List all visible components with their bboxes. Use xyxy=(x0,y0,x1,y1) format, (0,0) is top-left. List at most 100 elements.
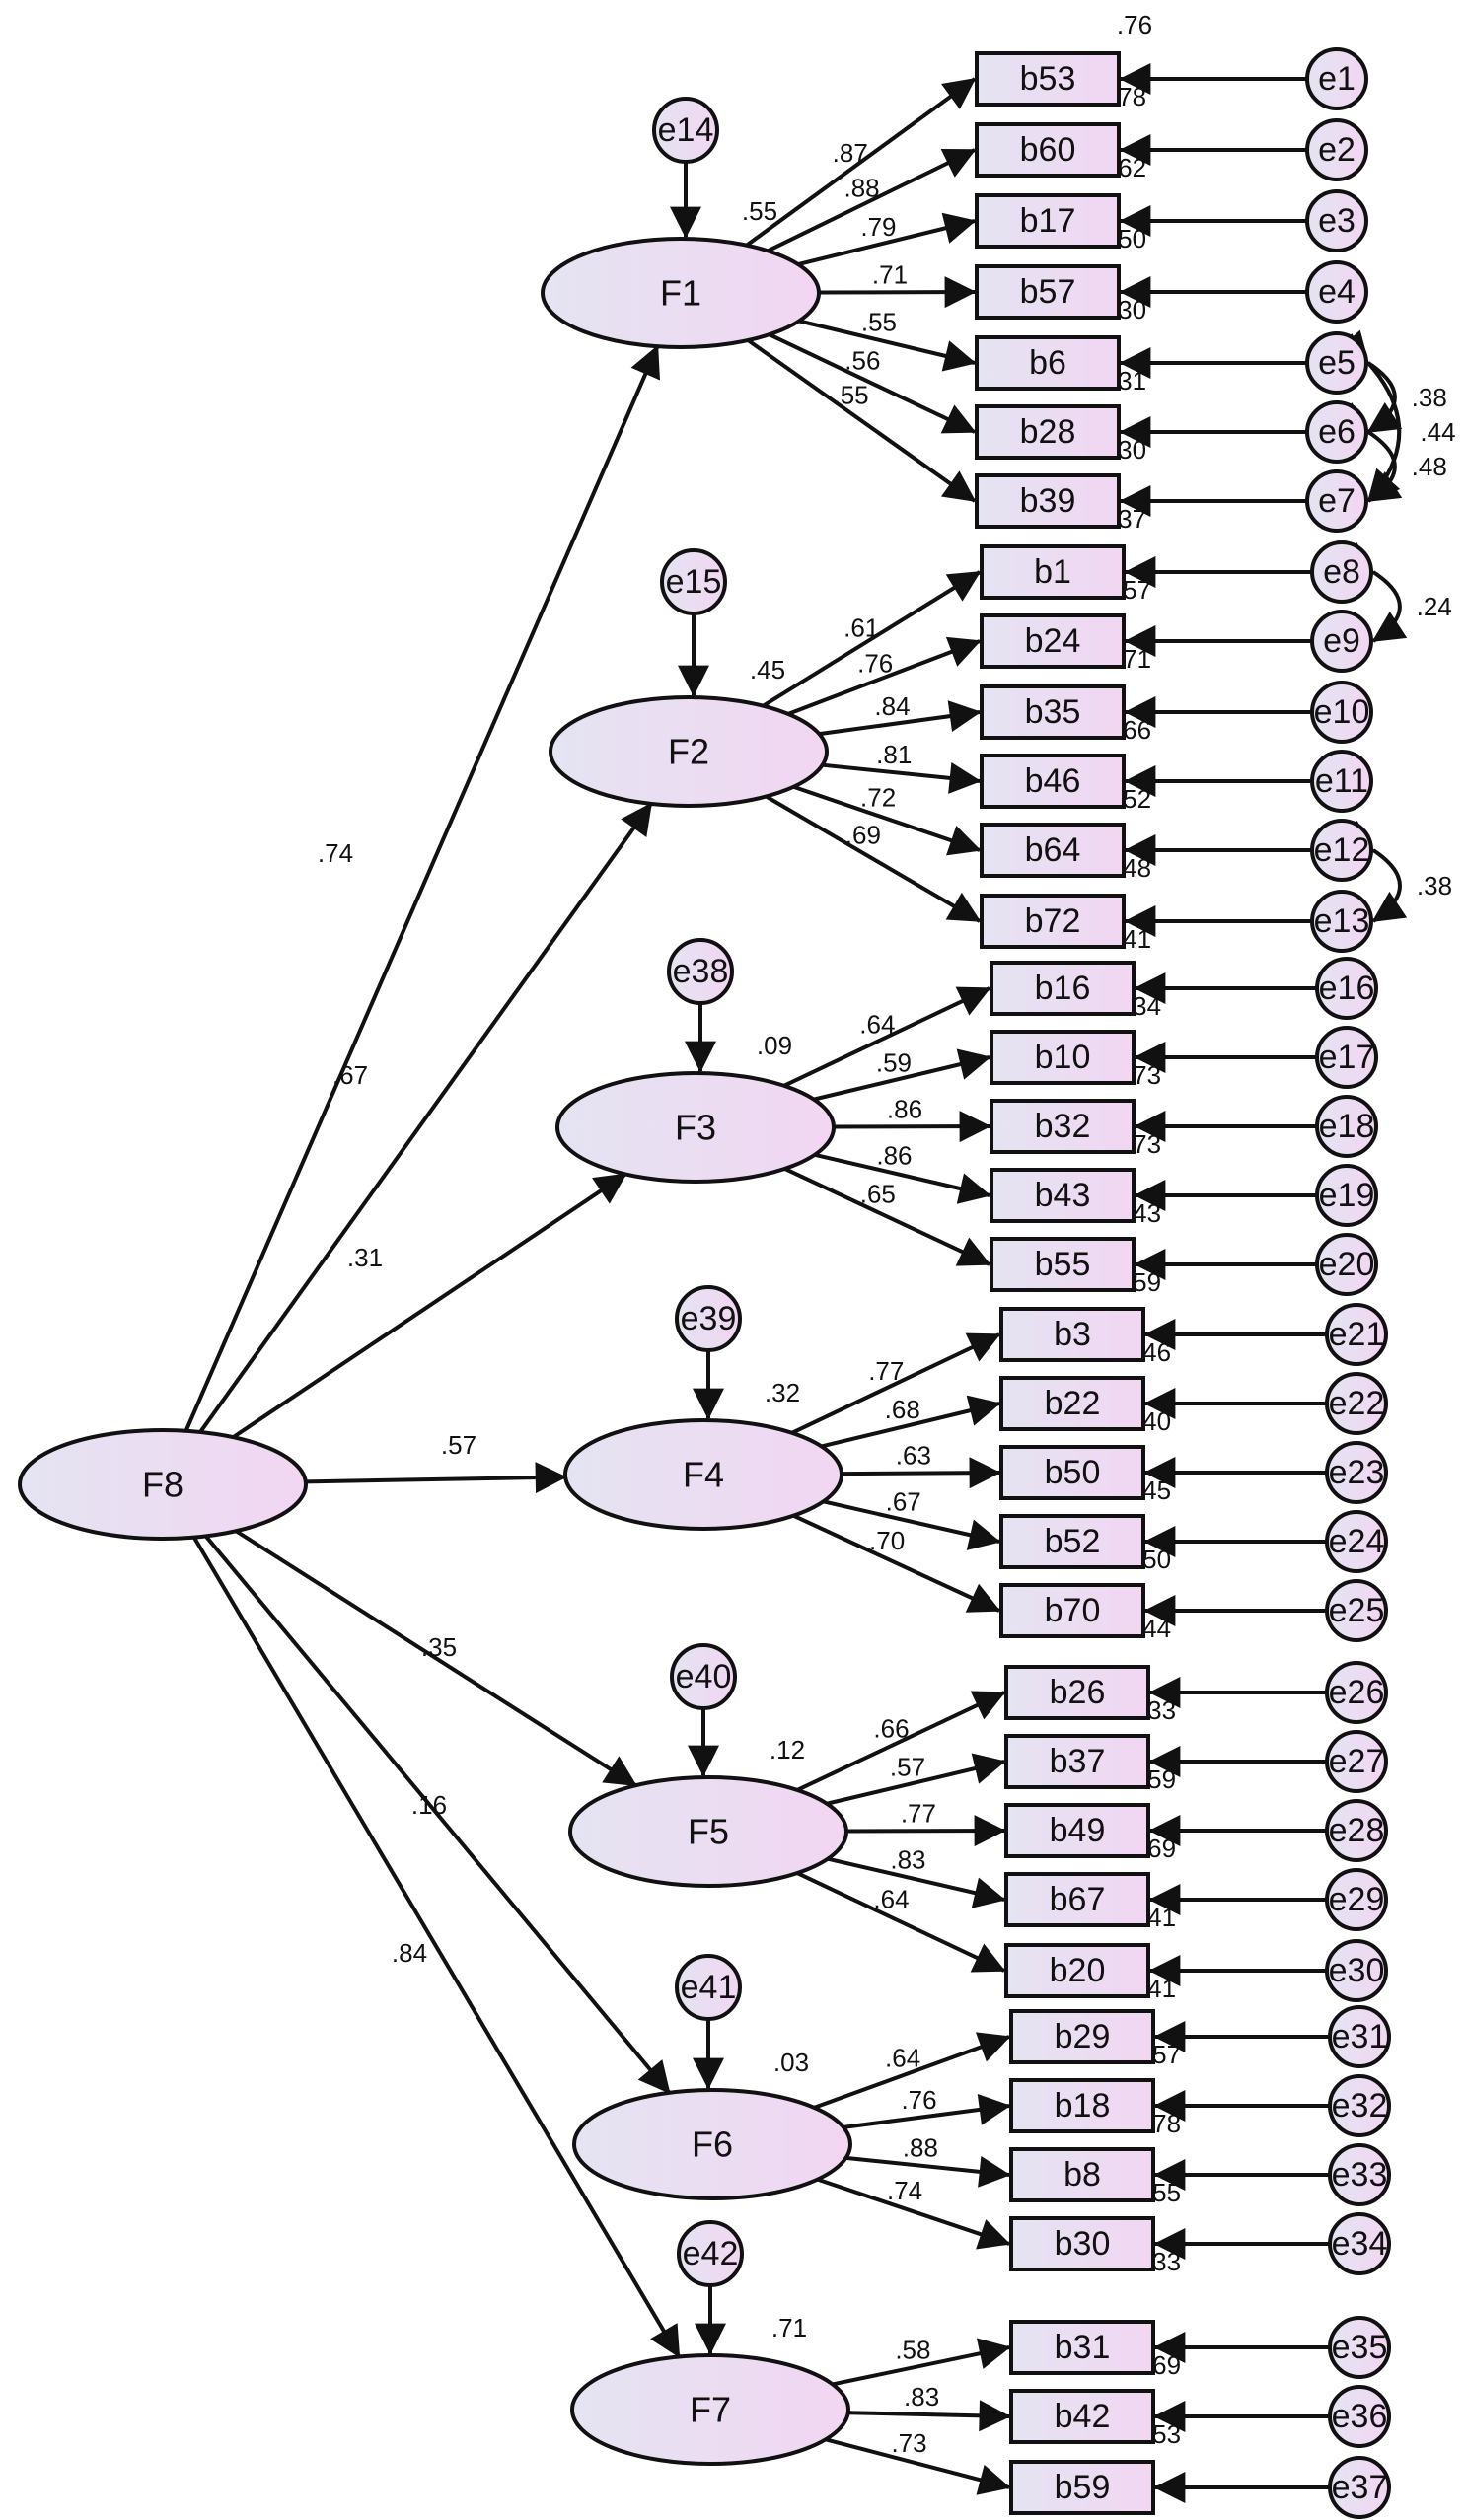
loading-f5-b37 xyxy=(826,1753,1006,1806)
error-e34 xyxy=(1328,2212,1391,2275)
factor-f8-ellipse xyxy=(18,1428,308,1541)
error-label-e18: e18 xyxy=(1319,1108,1375,1145)
item-box-b22 xyxy=(999,1376,1145,1431)
item-label-b30: b30 xyxy=(1055,2225,1111,2263)
loading-value-b32: .86 xyxy=(887,1094,922,1123)
error-label-e11: e11 xyxy=(1315,762,1368,800)
item-label-b22: b22 xyxy=(1045,1385,1101,1422)
path-coef-f3: .31 xyxy=(347,1243,383,1272)
path-coef-f5: .35 xyxy=(421,1632,457,1662)
path-f8-to-f6 xyxy=(204,1535,672,2095)
loading-value-b50: .63 xyxy=(896,1441,931,1471)
loading-value-b55: .65 xyxy=(860,1180,896,1209)
error-e25 xyxy=(1325,1579,1388,1642)
error-e17 xyxy=(1315,1026,1378,1089)
item-r2-b22: .40 xyxy=(1136,1406,1171,1436)
loading-f4-b50 xyxy=(841,1457,1001,1489)
error-e20 xyxy=(1315,1233,1378,1296)
item-box-b1 xyxy=(980,544,1126,600)
item-label-b28: b28 xyxy=(1020,413,1076,451)
factor-f1-label: F1 xyxy=(660,273,701,314)
item-box-b42 xyxy=(1009,2389,1155,2444)
item-r2-b55: .59 xyxy=(1126,1267,1161,1297)
loading-f1-b28 xyxy=(768,332,977,434)
loading-value-b35: .84 xyxy=(874,691,910,721)
error-e28 xyxy=(1325,1799,1388,1862)
disturbance-label-e38: e38 xyxy=(673,953,729,990)
factor-variance-f6: .03 xyxy=(773,2048,809,2077)
error-label-e31: e31 xyxy=(1332,2018,1388,2055)
loading-f3-b16 xyxy=(782,986,991,1088)
loading-f2-b72 xyxy=(765,794,982,923)
loading-value-b22: .68 xyxy=(885,1395,920,1424)
factor-f4-ellipse xyxy=(563,1418,843,1531)
error-label-e9: e9 xyxy=(1323,622,1360,660)
loading-value-b18: .76 xyxy=(901,2085,936,2115)
error-e32 xyxy=(1328,2074,1391,2137)
error-e2 xyxy=(1305,118,1368,181)
error-e8 xyxy=(1310,540,1373,604)
loading-value-b52: .67 xyxy=(886,1487,921,1517)
loading-f4-b70 xyxy=(792,1513,1001,1613)
factor-f5-ellipse xyxy=(568,1775,848,1888)
loading-value-b17: .79 xyxy=(860,212,896,242)
error-label-e19: e19 xyxy=(1319,1177,1375,1214)
item-label-b50: b50 xyxy=(1045,1454,1101,1491)
item-box-b30 xyxy=(1009,2216,1155,2271)
item-r2-b42: .53 xyxy=(1145,2419,1181,2449)
disturbance-label-e39: e39 xyxy=(681,1300,737,1337)
error-label-e21: e21 xyxy=(1329,1316,1385,1353)
path-coef-f1: .74 xyxy=(318,838,353,868)
error-e16 xyxy=(1315,957,1378,1020)
factor-f8-label: F8 xyxy=(142,1465,183,1505)
item-label-b72: b72 xyxy=(1025,902,1081,940)
loading-value-b10: .59 xyxy=(876,1047,912,1077)
item-r2-b35: .66 xyxy=(1116,715,1151,745)
error-label-e7: e7 xyxy=(1318,482,1356,520)
factor-f2-label: F2 xyxy=(668,732,709,772)
error-label-e28: e28 xyxy=(1329,1812,1385,1849)
loading-f4-b52 xyxy=(823,1499,1001,1550)
item-box-b64 xyxy=(980,823,1126,878)
item-r2-b49: .69 xyxy=(1140,1834,1176,1863)
item-label-b3: b3 xyxy=(1054,1316,1091,1353)
error-label-e22: e22 xyxy=(1329,1385,1385,1422)
item-r2-top-b53: .76 xyxy=(1117,10,1152,39)
factor-f6-label: F6 xyxy=(692,2124,733,2165)
item-r2-b50: .45 xyxy=(1136,1476,1171,1505)
item-box-b43 xyxy=(990,1168,1136,1223)
error-e23 xyxy=(1325,1441,1388,1504)
path-f8-to-f5 xyxy=(235,1529,637,1787)
error-e13 xyxy=(1310,890,1373,953)
item-r2-b3: .46 xyxy=(1136,1337,1171,1367)
loading-f3-b10 xyxy=(813,1048,991,1102)
error-e19 xyxy=(1315,1164,1378,1227)
item-box-b8 xyxy=(1009,2147,1155,2202)
factor-f2-ellipse xyxy=(549,695,829,808)
loading-value-b67: .83 xyxy=(890,1844,925,1874)
loading-value-b72: .69 xyxy=(845,820,881,849)
factor-variance-f3: .09 xyxy=(757,1031,792,1060)
error-label-e16: e16 xyxy=(1319,970,1375,1007)
error-label-e2: e2 xyxy=(1318,131,1356,169)
loading-f7-b42 xyxy=(847,2400,1011,2432)
loading-value-b6: .55 xyxy=(861,308,897,337)
loading-f2-b35 xyxy=(819,700,982,737)
error-label-e24: e24 xyxy=(1329,1523,1385,1560)
item-box-b24 xyxy=(980,613,1126,669)
loading-f3-b32 xyxy=(833,1111,991,1143)
loading-f2-b64 xyxy=(792,784,982,856)
item-r2-b43: .43 xyxy=(1126,1198,1161,1228)
loading-value-b28: .56 xyxy=(844,346,880,376)
item-label-b67: b67 xyxy=(1050,1881,1106,1918)
error-label-e29: e29 xyxy=(1329,1881,1385,1918)
loading-value-b53: .87 xyxy=(833,138,868,168)
disturbance-label-e42: e42 xyxy=(683,2235,739,2272)
item-label-b70: b70 xyxy=(1045,1592,1101,1629)
item-box-b17 xyxy=(975,193,1121,249)
error-e12 xyxy=(1310,819,1373,882)
item-label-b37: b37 xyxy=(1050,1743,1106,1780)
correlation-value-e5-e7: .44 xyxy=(1420,417,1455,447)
item-r2-b18: .78 xyxy=(1145,2109,1181,2138)
item-label-b53: b53 xyxy=(1020,60,1076,98)
